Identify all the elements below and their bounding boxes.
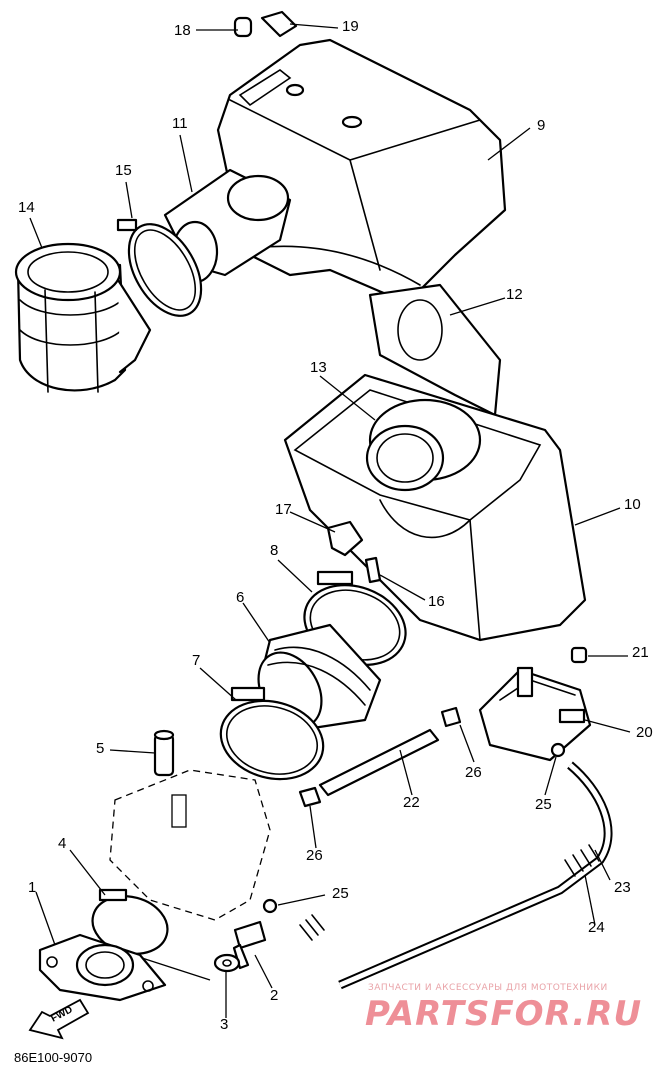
fwd-arrow: FWD [28, 998, 90, 1040]
part-23-fuel-pipe [338, 761, 613, 990]
carburetor-outline [109, 769, 271, 921]
callout-25-lower: 25 [332, 885, 349, 902]
callout-10: 10 [624, 496, 641, 513]
part-25-fitting-lower [262, 898, 278, 914]
part-26-clip-upper [440, 706, 462, 728]
callout-3: 3 [220, 1016, 229, 1033]
part-20-fuel-pump [478, 666, 592, 762]
part-9-air-box-cover [216, 38, 507, 302]
callout-1: 1 [28, 879, 37, 896]
part-26-clip-lower [298, 786, 322, 808]
leader-lines [29, 23, 631, 1018]
callout-16: 16 [428, 593, 445, 610]
callout-26-lower: 26 [306, 847, 323, 864]
callout-4: 4 [58, 835, 67, 852]
part-5-fitting [153, 729, 175, 777]
part-24-spring [299, 844, 600, 941]
callout-14: 14 [18, 199, 35, 216]
callout-5: 5 [96, 740, 105, 757]
callout-26-upper: 26 [465, 764, 482, 781]
part-7-clamp [219, 686, 325, 781]
watermark-tagline: ЗАПЧАСТИ И АКСЕССУАРЫ ДЛЯ МОТОТЕХНИКИ [368, 983, 608, 993]
diagram-code: 86E100-9070 [14, 1050, 93, 1065]
callout-19: 19 [342, 18, 359, 35]
callout-25-upper: 25 [535, 796, 552, 813]
part-13-joint [365, 398, 482, 492]
callout-23: 23 [614, 879, 631, 896]
callout-18: 18 [174, 22, 191, 39]
callout-15: 15 [115, 162, 132, 179]
part-19-clip [260, 10, 298, 38]
part-16-screw [364, 556, 382, 584]
callout-9: 9 [537, 117, 546, 134]
part-10-air-box-case [283, 373, 587, 642]
part-14-filter-element [14, 242, 152, 393]
callout-2: 2 [270, 987, 279, 1004]
callout-22: 22 [403, 794, 420, 811]
part-11-intake-duct [163, 168, 292, 284]
part-22-fuel-hose [318, 728, 440, 797]
callout-20: 20 [636, 724, 653, 741]
callout-12: 12 [506, 286, 523, 303]
callout-13: 13 [310, 359, 327, 376]
part-2-bolt [232, 920, 267, 970]
part-17-bracket [326, 520, 364, 557]
part-21-cap [570, 646, 588, 664]
part-15-clamp [116, 218, 203, 317]
part-3-washer [213, 953, 241, 973]
part-18-cap [233, 16, 253, 38]
part-4-clamp [91, 888, 169, 955]
callout-24: 24 [588, 919, 605, 936]
callout-6: 6 [236, 589, 245, 606]
watermark-logo: PARTSFOR.RU [365, 994, 643, 1034]
callout-17: 17 [275, 501, 292, 518]
part-1-intake-manifold [38, 933, 167, 1002]
callout-21: 21 [632, 644, 649, 661]
callout-8: 8 [270, 542, 279, 559]
callout-7: 7 [192, 652, 201, 669]
callout-11: 11 [172, 115, 188, 132]
part-25-fitting-upper [550, 742, 566, 758]
